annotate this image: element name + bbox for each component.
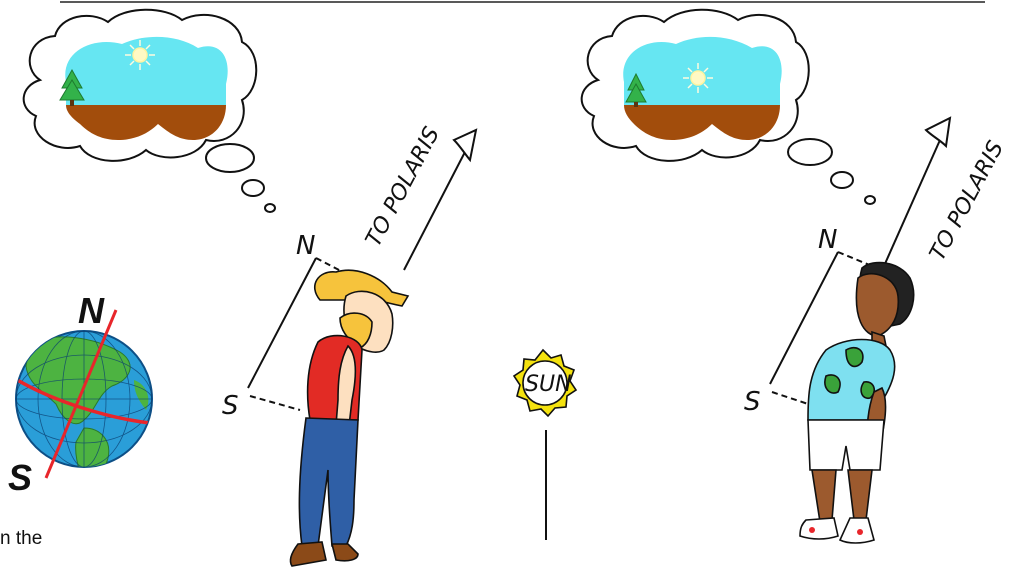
south-label-left: S [222,391,239,421]
boy-figure [800,263,914,543]
globe-icon [14,310,160,488]
north-label-right: N [818,225,837,255]
globe-south-label: S [8,457,32,498]
to-polaris-label-right: TO POLARIS [925,137,1009,265]
south-label-right: S [744,387,761,417]
girl-figure [290,270,408,566]
thought-bubble-left [24,10,275,212]
thought-bubble-right [582,10,875,204]
north-label-left: N [296,231,315,261]
sun-label: SUN [525,372,572,397]
to-polaris-label-left: TO POLARIS [361,123,445,251]
caption-text: n the [0,528,42,550]
globe-north-label: N [78,290,105,331]
